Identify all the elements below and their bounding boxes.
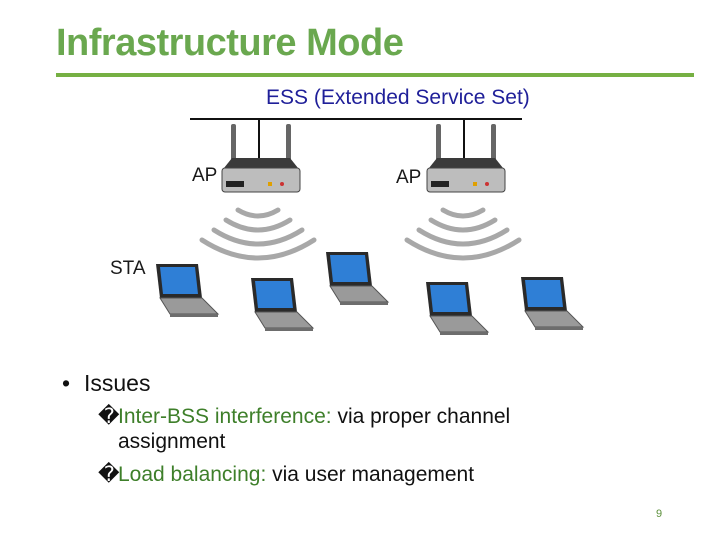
- title-underline: [56, 73, 694, 77]
- issue-item-2: �Load balancing: via user management: [98, 462, 475, 487]
- laptop-icon: [326, 252, 390, 305]
- issue-mark-1: �: [98, 405, 120, 428]
- access-point-1-icon: [221, 124, 301, 193]
- slide-title: Infrastructure Mode: [56, 22, 404, 64]
- laptop-icon: [156, 264, 220, 317]
- access-point-2-icon: [426, 124, 506, 193]
- issues-heading-text: Issues: [84, 370, 151, 396]
- laptop-icon: [426, 282, 490, 335]
- issue-mark-2: �: [98, 463, 120, 486]
- issue-text-2: via user management: [266, 463, 475, 486]
- issue-highlight-2: Load balancing:: [118, 463, 267, 486]
- sta-label: STA: [110, 258, 146, 279]
- issue-highlight-1: Inter-BSS interference:: [118, 405, 332, 428]
- signal-waves-2-icon: [404, 207, 522, 261]
- ap-label-2: AP: [396, 167, 422, 188]
- ess-label: ESS (Extended Service Set): [266, 86, 530, 109]
- issue-item-1: �Inter-BSS interference: via proper chan…: [98, 404, 511, 454]
- ap-label-1: AP: [192, 165, 218, 186]
- page-number: 9: [656, 508, 663, 520]
- laptop-icon: [251, 278, 315, 331]
- laptop-icon: [521, 277, 585, 330]
- bullet-icon: •: [62, 370, 71, 396]
- signal-waves-1-icon: [199, 207, 317, 261]
- issue-continuation-1: assignment: [118, 430, 226, 453]
- issue-text-1: via proper channel: [331, 405, 511, 428]
- issues-heading: • Issues: [62, 370, 150, 397]
